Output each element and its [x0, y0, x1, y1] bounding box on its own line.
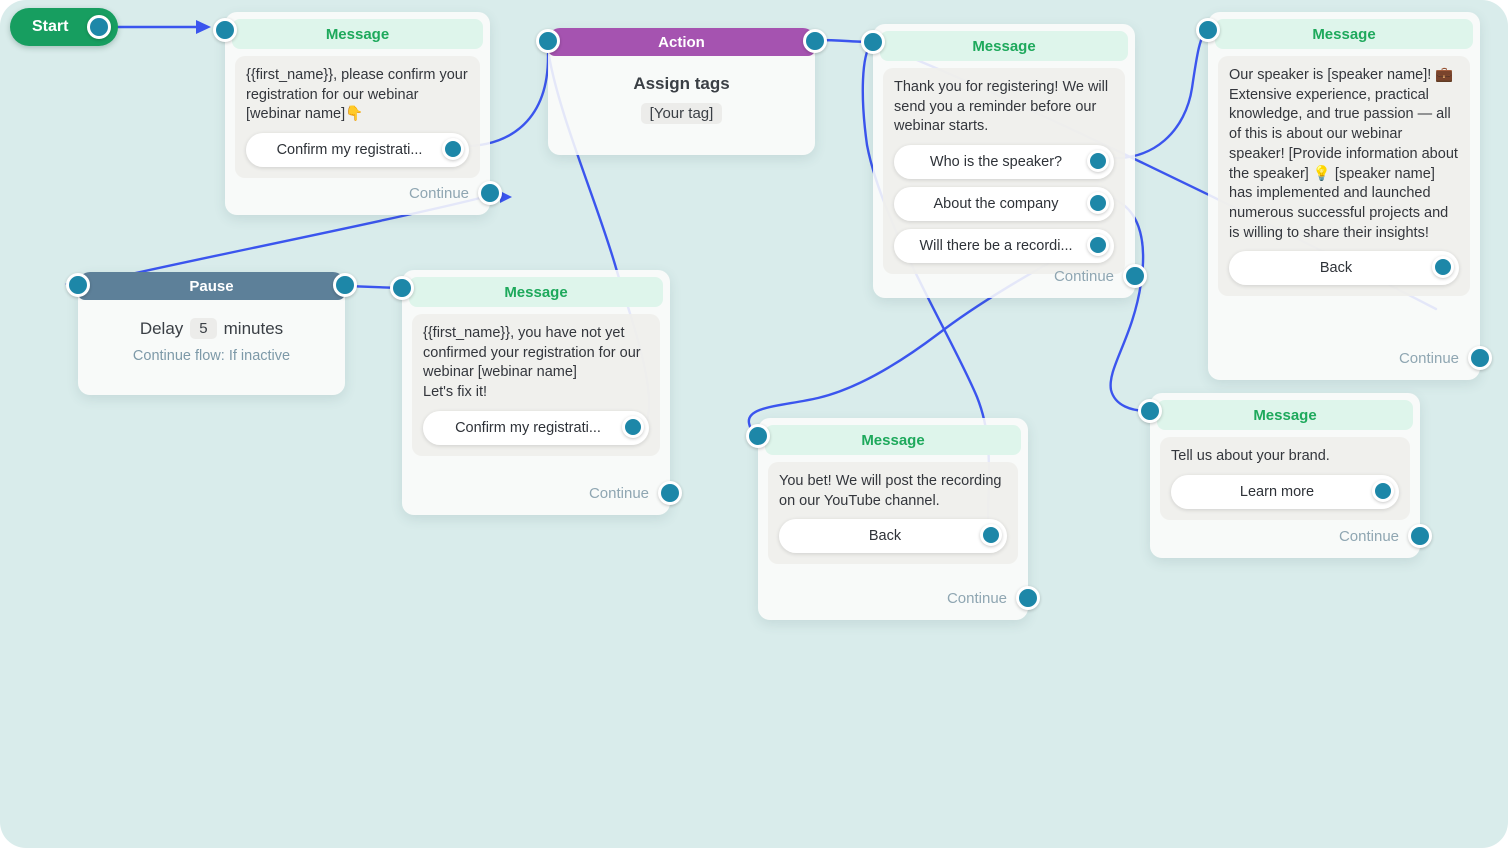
connector-speaker-btn-to-msg-speaker	[1098, 28, 1210, 160]
continue-label: Continue	[1398, 349, 1459, 367]
node-message-confirm[interactable]: Message {{first_name}}, please confirm y…	[213, 12, 502, 215]
continue-output-port[interactable]	[1123, 264, 1147, 288]
node-type-label: Message	[504, 283, 568, 301]
continue-row: Continue	[1054, 264, 1147, 288]
node-type-label: Message	[1312, 25, 1376, 43]
continue-row: Continue	[1339, 524, 1432, 548]
message-bubble: {{first_name}}, please confirm your regi…	[235, 56, 480, 179]
action-title: Assign tags	[633, 74, 730, 93]
quick-reply-button-speaker[interactable]: Who is the speaker?	[894, 145, 1114, 180]
message-bubble: {{first_name}}, you have not yet confirm…	[412, 314, 660, 456]
button-output-port[interactable]	[1087, 234, 1109, 257]
back-button[interactable]: Back	[1229, 251, 1459, 286]
continue-output-port[interactable]	[1468, 346, 1492, 370]
message-text: {{first_name}}, please confirm your regi…	[246, 67, 468, 123]
node-header: Message	[1157, 400, 1413, 430]
continue-label: Continue	[1053, 267, 1114, 285]
node-action-assign-tags[interactable]: Action Assign tags [Your tag]	[536, 28, 827, 155]
input-port[interactable]	[1138, 399, 1162, 423]
message-bubble: You bet! We will post the recording on o…	[768, 462, 1018, 565]
input-port[interactable]	[861, 30, 885, 54]
tag-chip: [Your tag]	[640, 103, 723, 124]
node-header: Message	[409, 277, 663, 307]
message-text: Tell us about your brand.	[1171, 448, 1330, 464]
continue-row: Continue	[947, 586, 1040, 610]
start-label: Start	[32, 18, 69, 35]
node-message-thanks[interactable]: Message Thank you for registering! We wi…	[861, 24, 1147, 298]
delay-setting: Delay 5 minutes	[139, 318, 284, 339]
continue-output-port[interactable]	[478, 181, 502, 205]
message-text: You bet! We will post the recording on o…	[779, 473, 1002, 509]
input-port[interactable]	[390, 276, 414, 300]
message-text: Our speaker is [speaker name]! 💼 Extensi…	[1229, 67, 1458, 241]
message-bubble: Thank you for registering! We will send …	[883, 68, 1125, 275]
quick-reply-button[interactable]: Confirm my registrati...	[246, 133, 469, 168]
continue-row: Continue	[589, 481, 682, 505]
back-button[interactable]: Back	[779, 519, 1007, 554]
button-output-port[interactable]	[1087, 150, 1109, 173]
arrowhead-msgconfirm-continue	[500, 191, 512, 203]
flow-note: Continue flow: If inactive	[132, 348, 291, 364]
node-header: Message	[1215, 19, 1473, 49]
continue-label: Continue	[946, 589, 1007, 607]
message-bubble: Our speaker is [speaker name]! 💼 Extensi…	[1218, 56, 1470, 297]
button-output-port[interactable]	[442, 138, 464, 161]
node-pause[interactable]: Pause Delay 5 minutes Continue flow: If …	[66, 272, 357, 395]
input-port[interactable]	[1196, 18, 1220, 42]
output-port[interactable]	[803, 29, 827, 53]
continue-row: Continue	[409, 181, 502, 205]
continue-label: Continue	[408, 184, 469, 202]
message-bubble: Tell us about your brand. Learn more	[1160, 437, 1410, 520]
node-message-not-confirmed[interactable]: Message {{first_name}}, you have not yet…	[390, 270, 682, 515]
continue-output-port[interactable]	[658, 481, 682, 505]
input-port[interactable]	[66, 273, 90, 297]
node-type-label: Message	[1253, 406, 1317, 424]
button-output-port[interactable]	[1087, 192, 1109, 215]
button-output-port[interactable]	[622, 415, 644, 438]
node-type-label: Action	[658, 33, 705, 51]
connector-company-btn-to-msg-brand	[1098, 193, 1150, 413]
node-header: Pause	[78, 272, 345, 300]
input-port[interactable]	[213, 18, 237, 42]
button-output-port[interactable]	[1372, 479, 1394, 502]
continue-label: Continue	[1338, 527, 1399, 545]
button-output-port[interactable]	[980, 524, 1002, 547]
quick-reply-button-company[interactable]: About the company	[894, 187, 1114, 222]
node-type-label: Pause	[189, 277, 234, 295]
node-type-label: Message	[325, 25, 390, 43]
start-node[interactable]: Start	[10, 8, 118, 46]
node-header: Message	[880, 31, 1128, 61]
node-type-label: Message	[861, 431, 925, 449]
message-text: Thank you for registering! We will send …	[894, 79, 1109, 135]
start-output-port[interactable]	[87, 15, 111, 39]
node-header: Message	[232, 19, 483, 49]
node-message-recording[interactable]: Message You bet! We will post the record…	[746, 418, 1040, 620]
node-header: Action	[548, 28, 815, 56]
continue-output-port[interactable]	[1408, 524, 1432, 548]
node-message-speaker[interactable]: Message Our speaker is [speaker name]! 💼…	[1196, 12, 1492, 380]
quick-reply-button-recording[interactable]: Will there be a recordi...	[894, 229, 1114, 264]
quick-reply-button[interactable]: Confirm my registrati...	[423, 410, 649, 445]
delay-value-chip: 5	[190, 318, 217, 339]
arrowhead-msg-confirm-input	[196, 20, 211, 34]
message-text: {{first_name}}, you have not yet confirm…	[423, 325, 641, 401]
learn-more-button[interactable]: Learn more	[1171, 474, 1399, 509]
continue-output-port[interactable]	[1016, 586, 1040, 610]
input-port[interactable]	[746, 424, 770, 448]
input-port[interactable]	[536, 29, 560, 53]
node-header: Message	[765, 425, 1021, 455]
node-message-brand[interactable]: Message Tell us about your brand. Learn …	[1138, 393, 1432, 558]
continue-row: Continue	[1399, 346, 1492, 370]
node-type-label: Message	[972, 37, 1036, 55]
button-output-port[interactable]	[1432, 256, 1454, 279]
output-port[interactable]	[333, 273, 357, 297]
continue-label: Continue	[588, 484, 649, 502]
